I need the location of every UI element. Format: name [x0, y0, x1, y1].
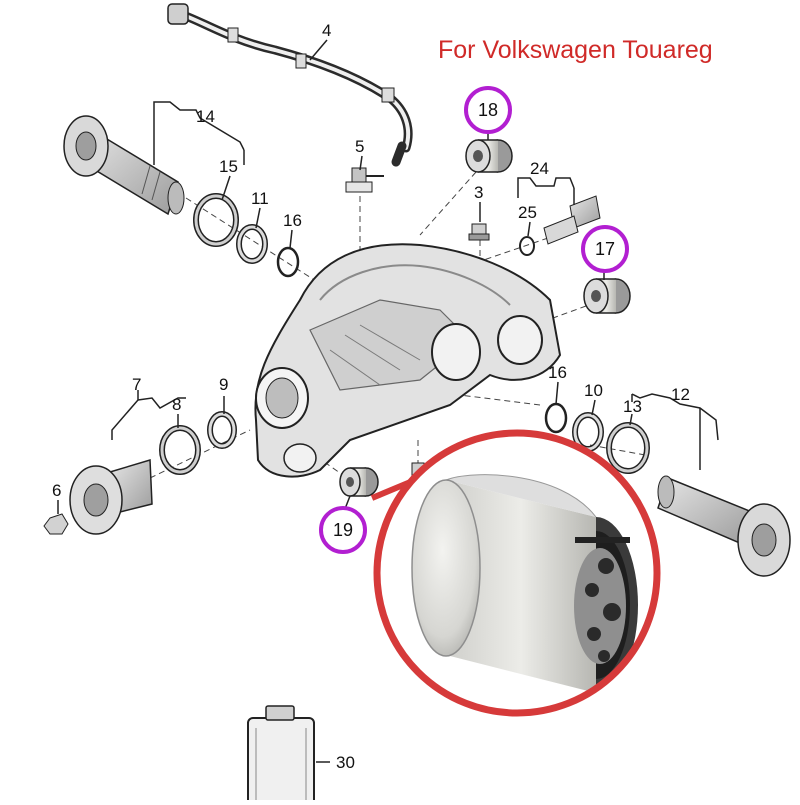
- label-19: 19: [333, 520, 353, 540]
- label-12: 12: [671, 385, 690, 404]
- bushing-19: [339, 467, 379, 497]
- inset-border: [373, 429, 661, 717]
- label-9: 9: [219, 375, 228, 394]
- label-18: 18: [478, 100, 498, 120]
- drive-shaft-left: [63, 115, 185, 216]
- label-6: 6: [52, 481, 61, 500]
- bushing-17: [583, 278, 631, 314]
- label-24: 24: [530, 159, 549, 178]
- bolt-24: [543, 195, 601, 245]
- label-15: 15: [219, 157, 238, 176]
- label-16-right: 16: [548, 363, 567, 382]
- label-16-left: 16: [283, 211, 302, 230]
- zoom-inset: [370, 429, 661, 717]
- bushing-18: [465, 139, 513, 173]
- drive-shaft-right: [657, 475, 791, 577]
- part-labels: 4 14 15 11 16 5 3 24 25 7 8 9 6 16 10 13…: [52, 21, 690, 772]
- label-8: 8: [172, 395, 181, 414]
- highlight-callouts: 18 17 19: [319, 86, 629, 554]
- circlip-16-right: [544, 402, 568, 434]
- differential-housing: [254, 243, 562, 478]
- bearing-ring-11: [236, 224, 268, 264]
- label-11: 11: [251, 189, 269, 208]
- seal-ring-13: [606, 422, 650, 474]
- seal-ring-15: [193, 193, 239, 247]
- o-ring-25: [519, 236, 535, 256]
- label-3: 3: [474, 183, 483, 202]
- highlight-ring-19: [319, 506, 367, 554]
- oil-bottle-30: [247, 705, 330, 805]
- circlip-16-left: [276, 246, 300, 278]
- flange-7: [69, 459, 153, 535]
- label-10: 10: [584, 381, 603, 400]
- bushing-closeup: [411, 474, 638, 693]
- plug-3: [468, 223, 490, 241]
- seal-ring-8: [159, 425, 201, 475]
- bolt-5: [345, 167, 384, 193]
- label-25: 25: [518, 203, 537, 222]
- label-4: 4: [322, 21, 331, 40]
- label-5: 5: [355, 137, 364, 156]
- bearing-ring-9: [207, 411, 237, 449]
- label-7: 7: [132, 375, 141, 394]
- label-14: 14: [196, 107, 215, 126]
- nut-6: [43, 513, 69, 535]
- leader-lines: [57, 39, 719, 515]
- highlight-ring-18: [464, 86, 512, 134]
- sensor-wire: [167, 3, 413, 167]
- label-17: 17: [595, 239, 615, 259]
- brand-title: For Volkswagen Touareg: [438, 36, 713, 64]
- highlight-ring-17: [581, 225, 629, 273]
- label-13: 13: [623, 397, 642, 416]
- label-30: 30: [336, 753, 355, 772]
